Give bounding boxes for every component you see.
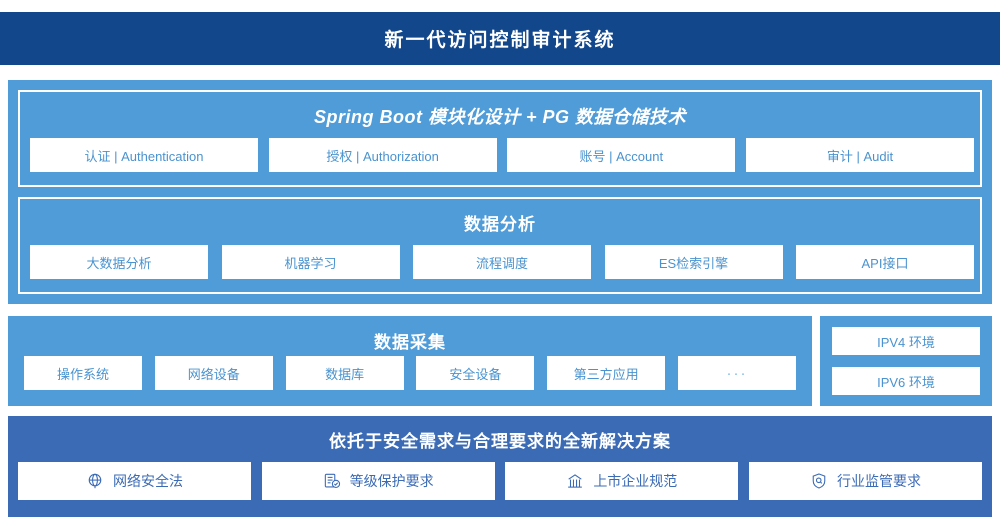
chip-account[interactable]: 账号 | Account [507, 138, 736, 172]
page-title: 新一代访问控制审计系统 [384, 30, 616, 51]
page-header: 新一代访问控制审计系统 [0, 12, 1000, 65]
data-collection-chip-row: 操作系统 网络设备 数据库 安全设备 第三方应用 ··· [24, 356, 796, 390]
chip-label: 认证 | Authentication [84, 148, 204, 164]
chip-label: 大数据分析 [86, 255, 152, 271]
data-collection-section: 数据采集 操作系统 网络设备 数据库 安全设备 第三方应用 ··· [8, 316, 812, 406]
chip-label: 上市企业规范 [593, 473, 678, 489]
chip-more-ellipsis[interactable]: ··· [677, 356, 796, 390]
chip-label: 安全设备 [449, 366, 502, 382]
chip-cybersecurity-law[interactable]: 网络安全法 [18, 462, 251, 500]
chip-label: 第三方应用 [573, 366, 639, 382]
chip-industry-supervision[interactable]: 行业监管要求 [748, 462, 982, 500]
chip-classified-protection[interactable]: 等级保护要求 [261, 462, 495, 500]
chip-label: 账号 | Account [579, 148, 664, 164]
chip-label: 操作系统 [56, 366, 109, 382]
chip-label: 行业监管要求 [836, 473, 921, 489]
chip-operating-system[interactable]: 操作系统 [24, 356, 142, 390]
springboot-section: Spring Boot 模块化设计 + PG 数据仓储技术 认证 | Authe… [18, 90, 982, 187]
chip-security-device[interactable]: 安全设备 [416, 356, 535, 390]
chip-es-search-engine[interactable]: ES检索引擎 [604, 245, 783, 279]
chip-label: 审计 | Audit [826, 148, 894, 164]
chip-label: ··· [726, 364, 748, 382]
data-analysis-chip-row: 大数据分析 机器学习 流程调度 ES检索引擎 API接口 [30, 245, 974, 279]
globe-icon [86, 472, 104, 490]
data-collection-section-title: 数据采集 [374, 333, 446, 352]
document-check-icon [323, 472, 341, 490]
chip-ipv4-environment[interactable]: IPV4 环境 [832, 327, 980, 355]
springboot-section-title: Spring Boot 模块化设计 + PG 数据仓储技术 [313, 107, 686, 127]
chip-network-device[interactable]: 网络设备 [154, 356, 273, 390]
chip-label: IPV4 环境 [877, 334, 935, 350]
chip-big-data-analysis[interactable]: 大数据分析 [30, 245, 208, 279]
data-collection-inner: 数据采集 操作系统 网络设备 数据库 安全设备 第三方应用 ··· [16, 324, 804, 398]
chip-api-interface[interactable]: API接口 [796, 245, 974, 279]
chip-machine-learning[interactable]: 机器学习 [221, 245, 400, 279]
chip-database[interactable]: 数据库 [285, 356, 404, 390]
chip-authorization[interactable]: 授权 | Authorization [268, 138, 497, 172]
springboot-chip-row: 认证 | Authentication 授权 | Authorization 账… [30, 138, 974, 172]
chip-ipv6-environment[interactable]: IPV6 环境 [832, 367, 980, 395]
shield-search-icon [810, 472, 828, 490]
chip-label: 等级保护要求 [349, 473, 434, 489]
chip-label: 网络安全法 [113, 473, 183, 489]
chip-third-party-app[interactable]: 第三方应用 [547, 356, 666, 390]
solution-section-title: 依托于安全需求与合理要求的全新解决方案 [329, 432, 671, 451]
solution-chip-row: 网络安全法 等级保护要求 [18, 462, 982, 500]
chip-label: 网络设备 [187, 366, 240, 382]
solution-section: 依托于安全需求与合理要求的全新解决方案 网络安全法 [8, 416, 992, 517]
data-analysis-section: 数据分析 大数据分析 机器学习 流程调度 ES检索引擎 API接口 [18, 197, 982, 294]
network-environment-section: IPV4 环境 IPV6 环境 [820, 316, 992, 406]
platform-panel: Spring Boot 模块化设计 + PG 数据仓储技术 认证 | Authe… [8, 80, 992, 304]
chip-label: 授权 | Authorization [326, 148, 439, 164]
chip-process-scheduling[interactable]: 流程调度 [413, 245, 591, 279]
chip-authentication[interactable]: 认证 | Authentication [30, 138, 258, 172]
chip-label: 机器学习 [284, 255, 337, 271]
chip-listed-company-standard[interactable]: 上市企业规范 [505, 462, 739, 500]
chip-label: ES检索引擎 [658, 255, 729, 271]
chip-label: IPV6 环境 [877, 374, 935, 390]
chip-label: API接口 [861, 255, 909, 271]
chip-label: 数据库 [325, 366, 365, 382]
bank-building-icon [566, 472, 584, 490]
data-analysis-section-title: 数据分析 [464, 215, 536, 234]
chip-label: 流程调度 [475, 255, 528, 271]
chip-audit[interactable]: 审计 | Audit [745, 138, 974, 172]
